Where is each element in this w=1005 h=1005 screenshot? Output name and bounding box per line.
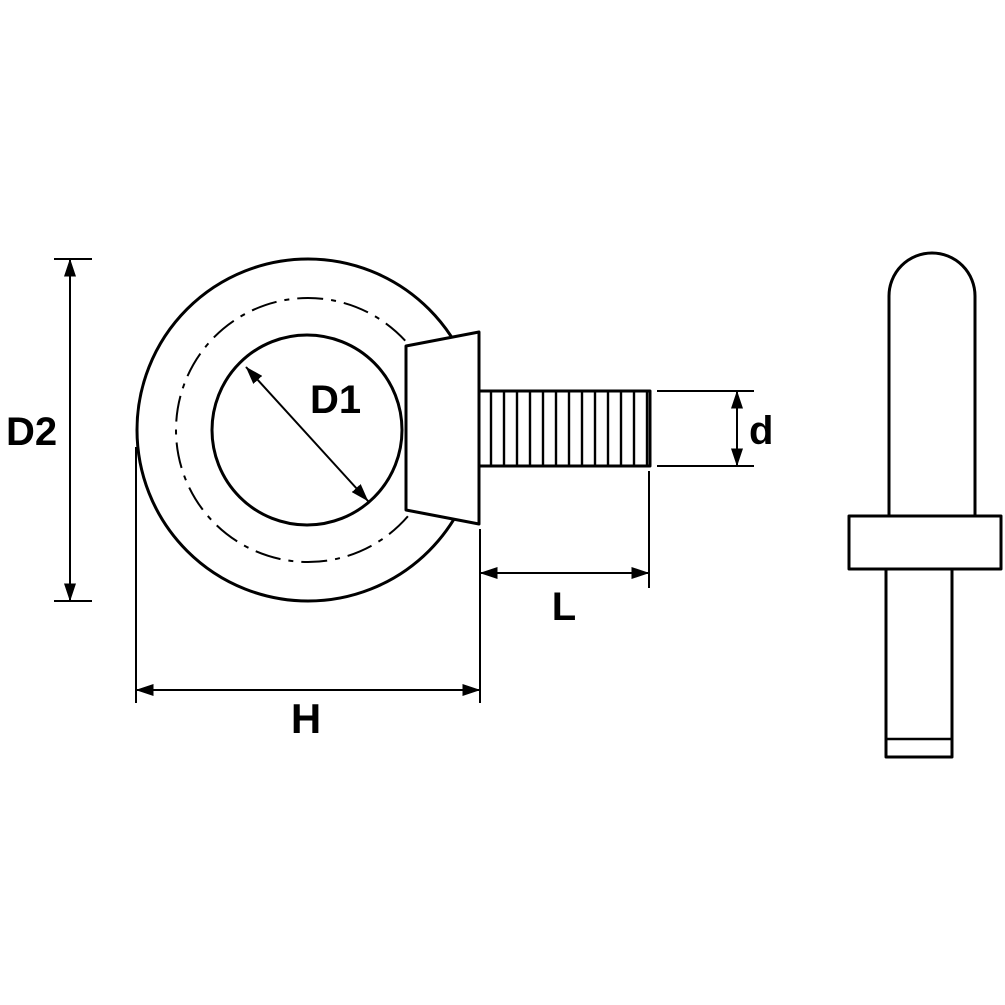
dimension-d: d xyxy=(657,390,773,467)
dimension-H: H xyxy=(135,447,481,742)
side-view xyxy=(847,251,1003,759)
eye-inner-hole-circle xyxy=(210,333,404,527)
label-D1: D1 xyxy=(310,378,361,422)
dimension-line-D1 xyxy=(245,366,369,502)
dimension-D1: D1 xyxy=(245,366,369,502)
front-view xyxy=(135,257,652,603)
eye-side-profile xyxy=(887,251,977,518)
label-D2: D2 xyxy=(6,410,57,454)
dimension-L: L xyxy=(479,471,650,629)
dimension-D2: D2 xyxy=(6,258,92,602)
thread-lines xyxy=(489,389,649,468)
label-d: d xyxy=(749,409,773,453)
label-H: H xyxy=(291,695,321,742)
label-L: L xyxy=(552,585,576,629)
collar-side xyxy=(847,514,1003,571)
threaded-shaft-side xyxy=(884,567,954,759)
collar-front xyxy=(404,330,481,526)
